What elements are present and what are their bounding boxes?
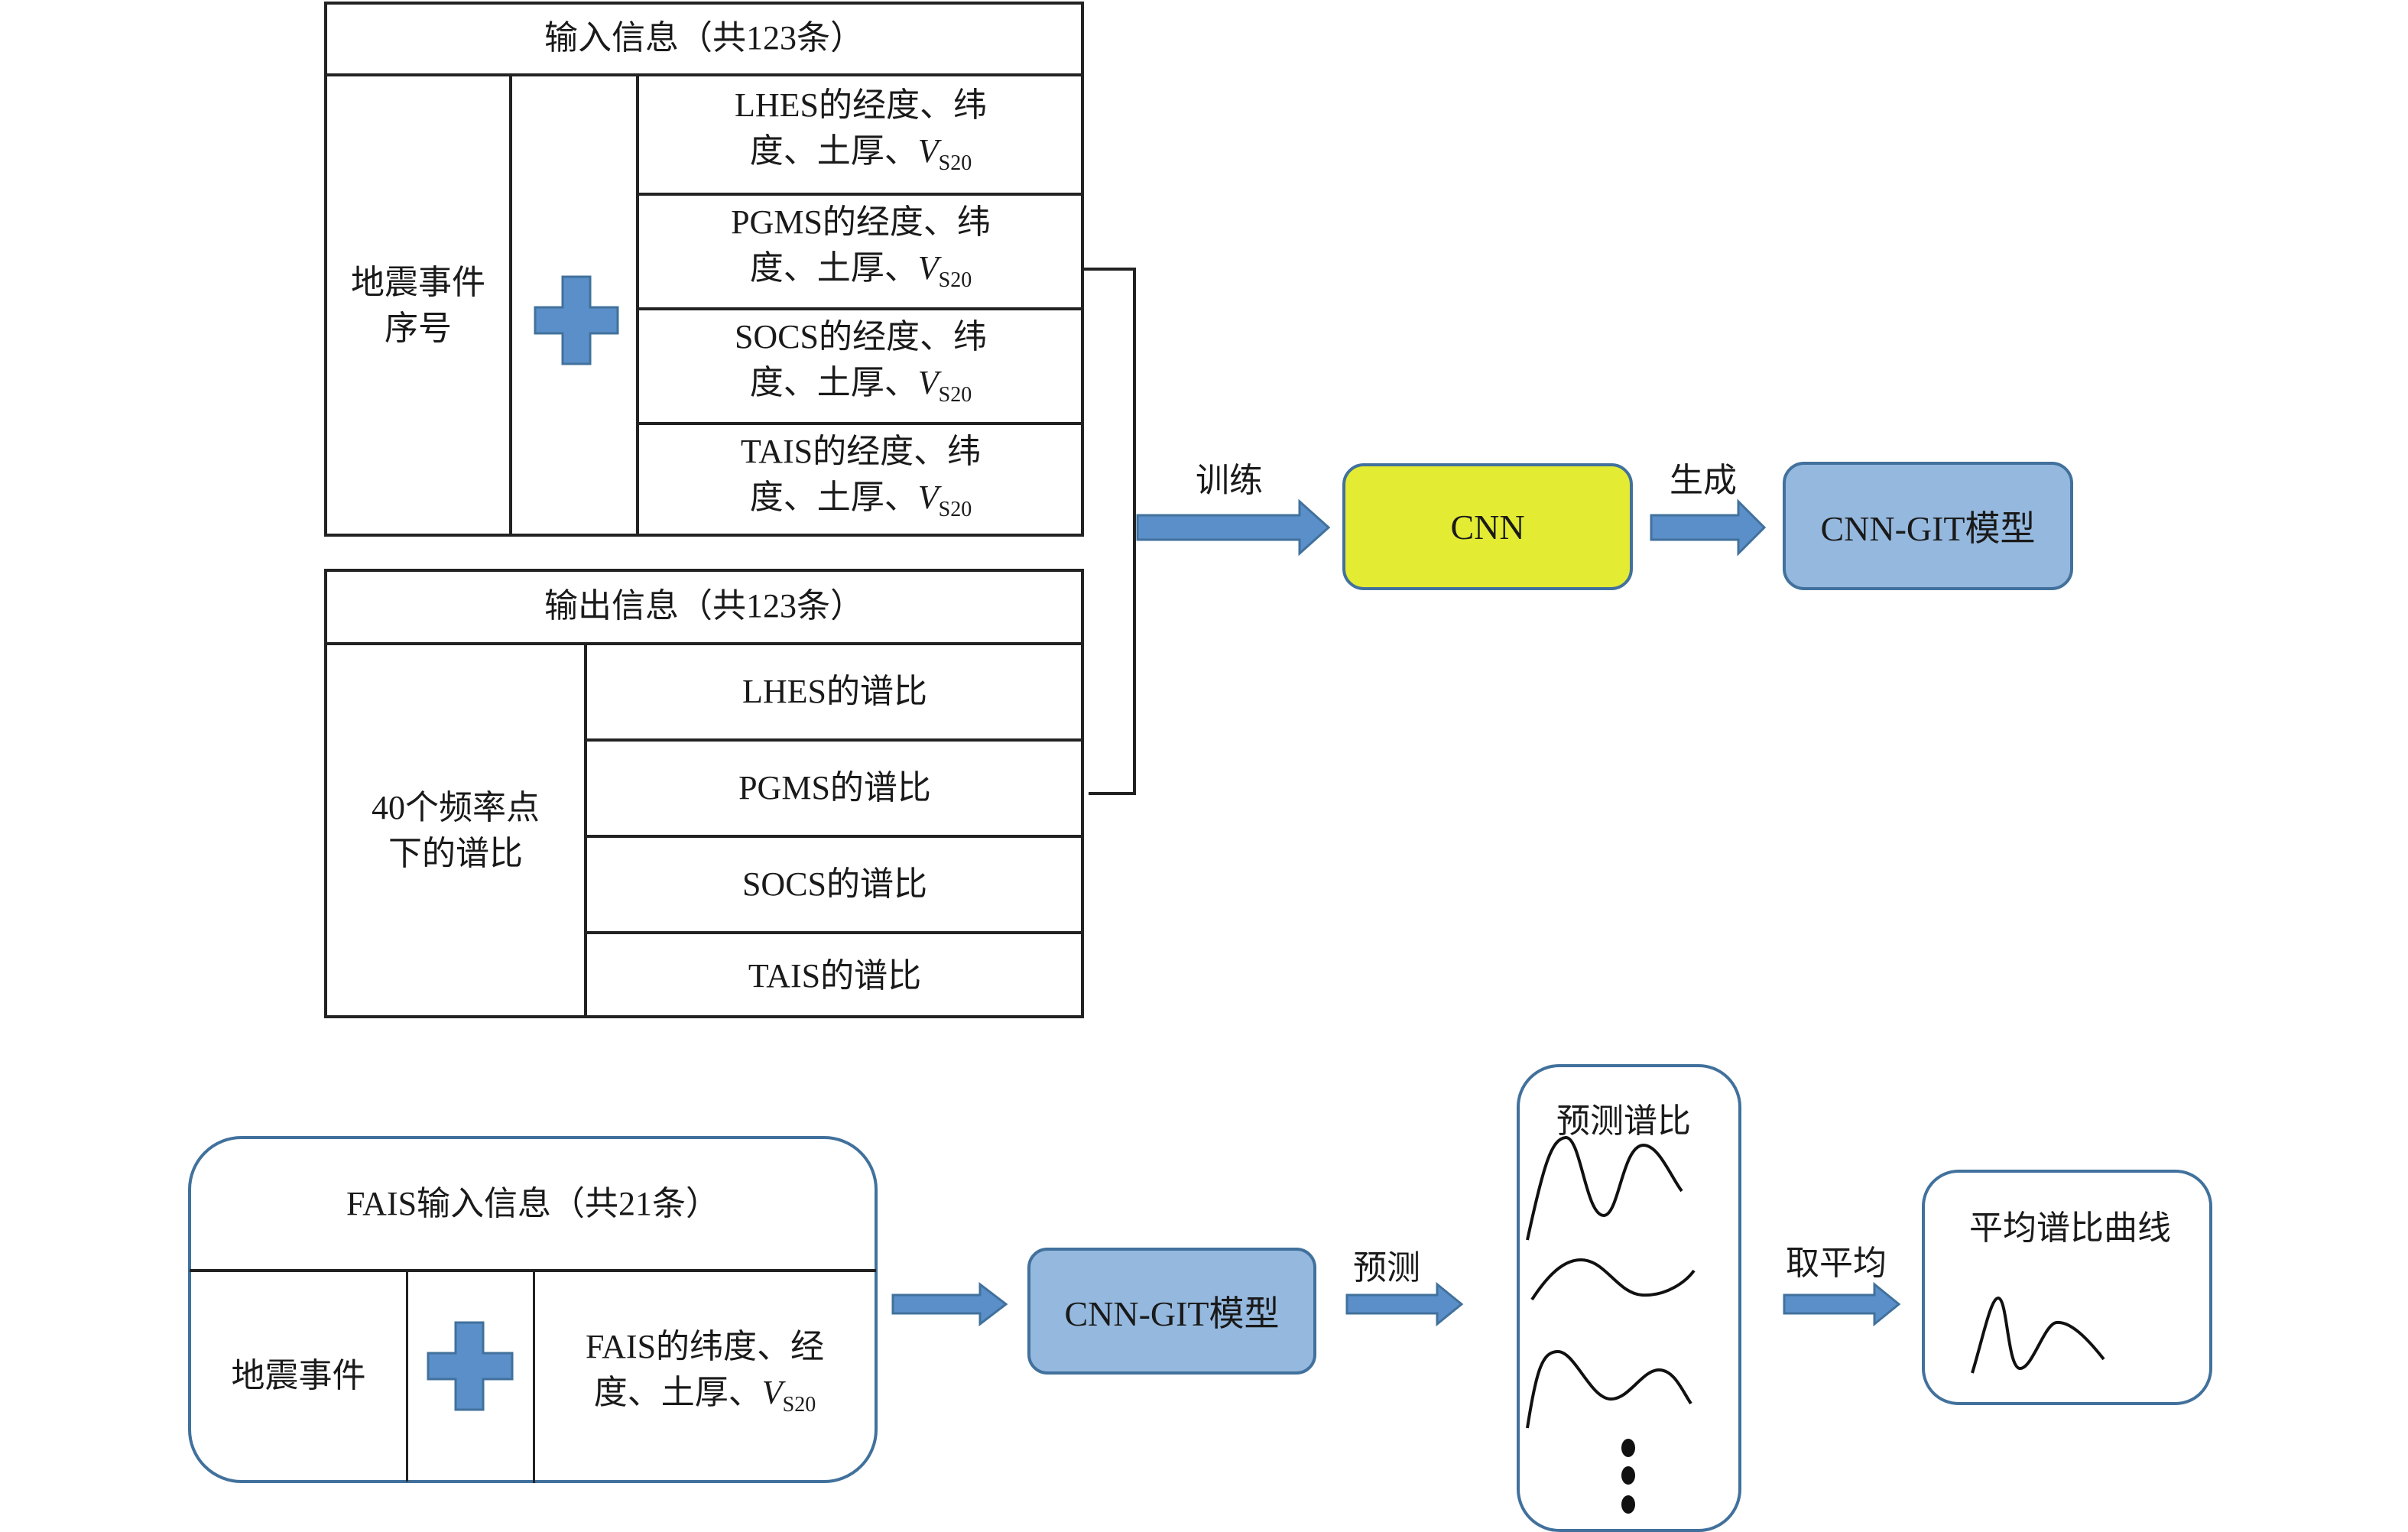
cnn-box: CNN xyxy=(1342,463,1633,590)
input-col-divider-2 xyxy=(636,75,639,537)
cnn-label: CNN xyxy=(1450,507,1525,547)
predicted-curve-2-icon xyxy=(1530,1258,1696,1301)
fais-input-title: FAIS输入信息（共21条） xyxy=(346,1185,720,1222)
input-col-divider-1 xyxy=(509,75,512,537)
input-table xyxy=(324,2,1084,537)
output-table-header-divider xyxy=(324,642,1084,645)
bracket-bottom xyxy=(1089,792,1136,795)
output-left-label: 40个频率点 下的谱比 xyxy=(327,645,584,1017)
predicted-curve-1-icon xyxy=(1526,1136,1683,1241)
fais-left-label: 地震事件 xyxy=(231,1357,366,1394)
predicted-spectral-ratio-title: 预测谱比 xyxy=(1556,1102,1691,1140)
vs-subscript: S20 xyxy=(938,268,972,292)
cnn-git-model-label: CNN-GIT模型 xyxy=(1064,1294,1280,1333)
vs-variable: V xyxy=(917,132,939,170)
train-arrow-icon xyxy=(1136,498,1331,557)
output-table-title: 输出信息（共123条） xyxy=(544,587,864,625)
bracket-vertical xyxy=(1133,268,1136,795)
vs-subscript: S20 xyxy=(938,498,972,521)
vs-variable: V xyxy=(761,1374,783,1411)
average-label: 取平均 xyxy=(1786,1245,1887,1282)
output-row-divider xyxy=(586,835,1084,838)
fais-right-line1: FAIS的纬度、经 xyxy=(585,1328,825,1365)
output-row-divider xyxy=(586,931,1084,934)
input-row-line2: 度、土厚、 xyxy=(749,249,918,287)
predict-arrow-icon xyxy=(1345,1281,1464,1327)
fais-right-label: FAIS的纬度、经 度、土厚、VS20 xyxy=(535,1272,875,1480)
average-arrow-icon xyxy=(1783,1281,1901,1327)
input-row-line2: 度、土厚、 xyxy=(749,479,918,516)
input-table-title: 输入信息（共123条） xyxy=(544,19,864,57)
output-row-pgms: PGMS的谱比 xyxy=(738,769,931,807)
input-row-tais: TAIS的经度、纬 度、土厚、VS20 xyxy=(639,425,1082,537)
input-row-line2: 度、土厚、 xyxy=(749,364,918,401)
train-label: 训练 xyxy=(1196,462,1263,499)
plus-icon xyxy=(534,275,619,365)
input-row-lhes: LHES的经度、纬 度、土厚、VS20 xyxy=(639,76,1082,193)
vertical-ellipsis-icon xyxy=(1621,1439,1635,1514)
input-left-label-line2: 序号 xyxy=(385,310,452,347)
input-row-divider xyxy=(638,193,1084,196)
output-row-divider xyxy=(586,738,1084,742)
input-row-socs: SOCS的经度、纬 度、土厚、VS20 xyxy=(639,310,1082,422)
plus-icon xyxy=(427,1321,514,1411)
generate-arrow-icon xyxy=(1650,498,1767,557)
average-curve-box xyxy=(1922,1170,2212,1405)
vs-subscript: S20 xyxy=(782,1393,816,1417)
vs-subscript: S20 xyxy=(938,383,972,407)
average-curve-title: 平均谱比曲线 xyxy=(1969,1209,2171,1247)
fais-right-line2: 度、土厚、 xyxy=(593,1374,762,1411)
input-row-line1: SOCS的经度、纬 xyxy=(734,318,988,355)
predicted-spectral-ratio-box xyxy=(1517,1064,1741,1532)
input-arrow-icon xyxy=(891,1281,1008,1327)
input-left-label-line1: 地震事件 xyxy=(351,264,485,301)
input-row-divider xyxy=(638,422,1084,425)
output-left-label-line1: 40个频率点 xyxy=(372,789,540,826)
vs-variable: V xyxy=(917,364,939,401)
cnn-git-model-box: CNN-GIT模型 xyxy=(1783,462,2073,590)
fais-col-divider-1 xyxy=(406,1271,408,1482)
output-col-divider xyxy=(584,644,587,1018)
input-row-line1: PGMS的经度、纬 xyxy=(731,203,991,241)
cnn-git-model-box-predict: CNN-GIT模型 xyxy=(1027,1248,1316,1375)
input-left-label: 地震事件 序号 xyxy=(327,75,509,537)
bracket-top xyxy=(1084,268,1136,271)
fais-col-divider-2 xyxy=(533,1271,535,1483)
input-row-line1: TAIS的经度、纬 xyxy=(740,433,982,470)
output-row-lhes: LHES的谱比 xyxy=(742,673,927,710)
input-row-divider xyxy=(638,307,1084,310)
input-row-pgms: PGMS的经度、纬 度、土厚、VS20 xyxy=(639,196,1082,307)
output-left-label-line2: 下的谱比 xyxy=(388,835,523,872)
input-row-line2: 度、土厚、 xyxy=(749,132,918,170)
input-table-header-divider xyxy=(324,73,1084,76)
cnn-git-model-label: CNN-GIT模型 xyxy=(1820,509,2036,548)
predicted-curve-3-icon xyxy=(1526,1349,1692,1429)
vs-subscript: S20 xyxy=(938,151,972,175)
output-row-tais: TAIS的谱比 xyxy=(748,957,922,995)
output-row-socs: SOCS的谱比 xyxy=(742,865,928,903)
input-row-line1: LHES的经度、纬 xyxy=(735,86,987,124)
average-curve-icon xyxy=(1971,1296,2105,1374)
vs-variable: V xyxy=(917,249,939,287)
generate-label: 生成 xyxy=(1670,462,1737,499)
predict-label: 预测 xyxy=(1353,1249,1420,1287)
output-table xyxy=(324,569,1084,1018)
vs-variable: V xyxy=(917,479,939,516)
